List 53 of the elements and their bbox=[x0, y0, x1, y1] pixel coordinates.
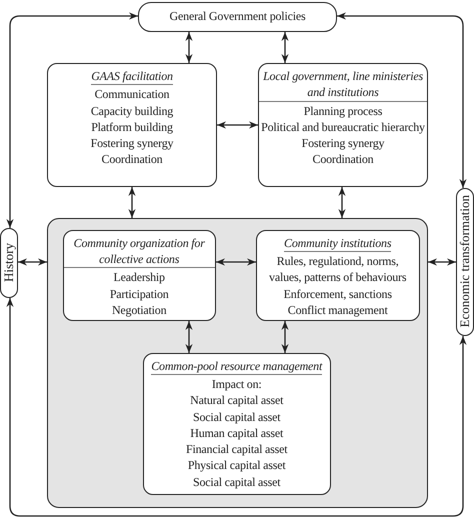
box-heading: GAAS facilitation bbox=[91, 68, 173, 86]
double-arrow bbox=[185, 32, 193, 63]
side-label: History bbox=[1, 242, 17, 282]
rounded-box bbox=[142, 352, 331, 495]
rounded-box bbox=[258, 63, 428, 187]
list-item: Rules, regulationd, norms, bbox=[276, 252, 399, 270]
list-item: Impact on: bbox=[212, 376, 262, 392]
list-item: Fostering synergy bbox=[90, 135, 174, 152]
rounded-box bbox=[256, 230, 420, 321]
list-item: Conflict management bbox=[288, 302, 388, 318]
box-heading: Common-pool resource management bbox=[151, 358, 322, 375]
rounded-box bbox=[47, 63, 217, 187]
side-label: Economic transformation bbox=[457, 194, 473, 328]
double-arrow bbox=[281, 32, 289, 63]
double-arrow bbox=[6, 298, 467, 517]
list-item: Capacity building bbox=[90, 102, 174, 119]
rounded-box bbox=[138, 2, 337, 32]
list-item: Fostering synergy bbox=[302, 135, 384, 152]
list-item: Participation bbox=[110, 286, 169, 302]
double-arrow bbox=[128, 187, 136, 218]
box-heading: Community institutions bbox=[284, 234, 392, 252]
list-item: Coordination bbox=[312, 151, 374, 168]
box-label: General Government policies bbox=[170, 8, 306, 24]
double-arrow bbox=[428, 258, 456, 266]
double-arrow bbox=[6, 12, 138, 228]
list-item: Coordination bbox=[102, 151, 162, 168]
double-arrow bbox=[185, 321, 193, 353]
double-arrow bbox=[337, 12, 467, 188]
list-item: Communication bbox=[94, 86, 170, 103]
list-item: Physical capital asset bbox=[188, 457, 286, 474]
list-item: Political and bureaucratic hierarchy bbox=[261, 118, 425, 136]
list-item: Social capital asset bbox=[193, 408, 280, 425]
double-arrow bbox=[216, 258, 256, 266]
list-item: Planning process bbox=[304, 102, 382, 119]
list-item: Human capital asset bbox=[190, 424, 284, 442]
panel-background bbox=[47, 218, 428, 508]
list-item: Natural capital asset bbox=[190, 392, 284, 409]
rounded-label-box bbox=[456, 188, 474, 336]
box-heading: Local government, line ministeries and institutions bbox=[259, 68, 427, 102]
box-heading: Community organization for collective actions bbox=[64, 234, 215, 268]
double-arrow bbox=[281, 321, 289, 353]
rounded-box bbox=[62, 230, 216, 321]
list-item: values, patterns of behaviours bbox=[269, 269, 406, 286]
list-item: Leadership bbox=[114, 269, 165, 286]
rounded-label-box bbox=[0, 228, 18, 298]
double-arrow bbox=[338, 187, 346, 218]
list-item: Platform building bbox=[91, 118, 173, 136]
list-item: Financial capital asset bbox=[186, 441, 288, 458]
list-item: Negotiation bbox=[112, 302, 166, 318]
list-item: Enforcement, sanctions bbox=[284, 286, 392, 302]
list-item: Social capital asset bbox=[193, 474, 280, 490]
double-arrow bbox=[18, 258, 47, 266]
double-arrow bbox=[217, 121, 258, 129]
